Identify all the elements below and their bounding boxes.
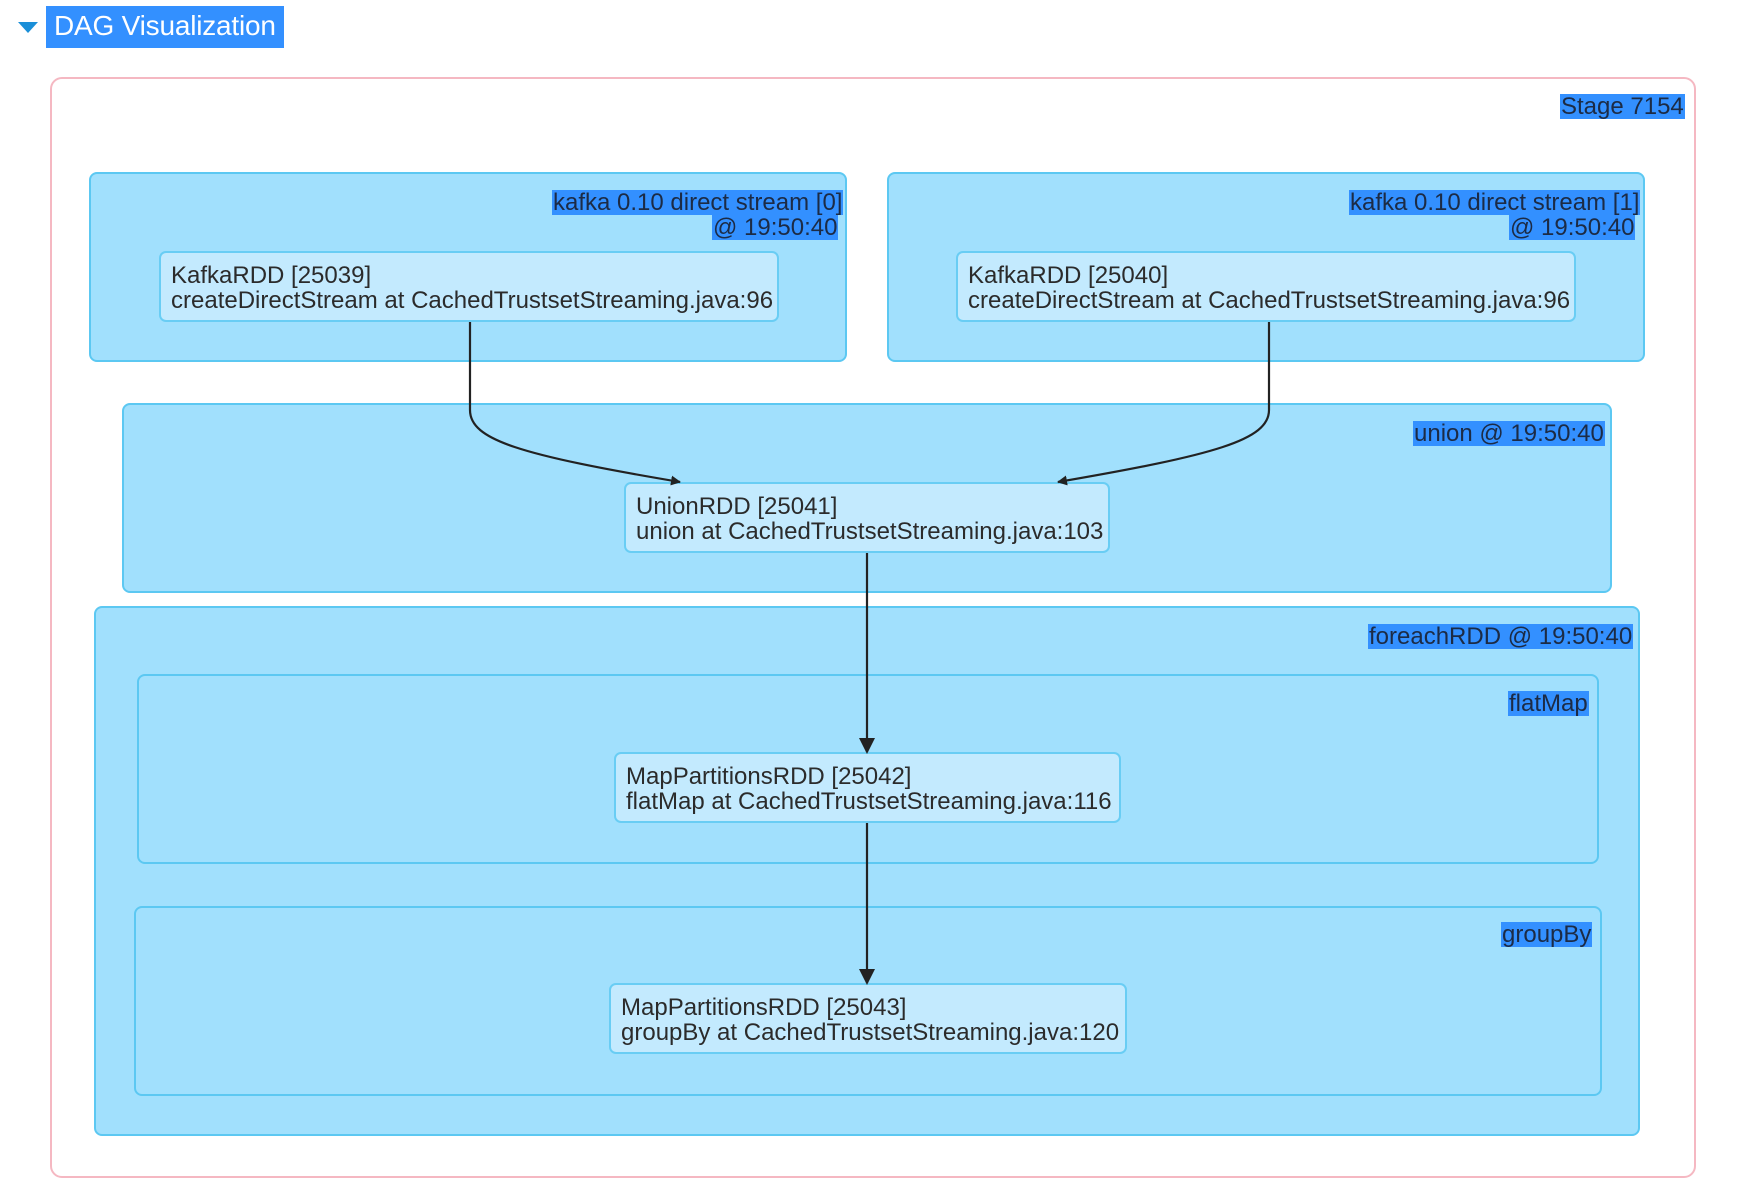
stage-label: Stage 7154 xyxy=(1560,93,1685,120)
rdd-node-callsite: createDirectStream at CachedTrustsetStre… xyxy=(171,287,774,314)
rdd-node-name: KafkaRDD [25039] xyxy=(171,262,372,289)
rdd-node-callsite: createDirectStream at CachedTrustsetStre… xyxy=(968,287,1571,314)
rdd-node-mappartitions-25042[interactable]: MapPartitionsRDD [25042] flatMap at Cach… xyxy=(614,752,1121,823)
dag-visualization-title[interactable]: DAG Visualization xyxy=(46,6,284,48)
rdd-node-kafka-25039[interactable]: KafkaRDD [25039] createDirectStream at C… xyxy=(159,251,779,322)
rdd-node-name: KafkaRDD [25040] xyxy=(968,262,1169,289)
rdd-node-mappartitions-25043[interactable]: MapPartitionsRDD [25043] groupBy at Cach… xyxy=(609,983,1127,1054)
cluster-union-label: union @ 19:50:40 xyxy=(1413,420,1605,447)
rdd-node-kafka-25040[interactable]: KafkaRDD [25040] createDirectStream at C… xyxy=(956,251,1576,322)
cluster-foreach-rdd-label: foreachRDD @ 19:50:40 xyxy=(1368,623,1634,650)
dag-visualization-toggle[interactable]: DAG Visualization xyxy=(18,6,284,48)
cluster-flatmap-label: flatMap xyxy=(1508,690,1589,717)
rdd-node-name: MapPartitionsRDD [25043] xyxy=(621,994,907,1021)
rdd-node-callsite: union at CachedTrustsetStreaming.java:10… xyxy=(636,518,1104,545)
cluster-kafka-stream-0-label-2: @ 19:50:40 xyxy=(712,214,839,241)
rdd-node-name: UnionRDD [25041] xyxy=(636,493,838,520)
cluster-kafka-stream-0-label-1: kafka 0.10 direct stream [0] xyxy=(552,189,844,216)
triangle-down-icon[interactable] xyxy=(18,21,38,33)
cluster-kafka-stream-1-label-2: @ 19:50:40 xyxy=(1509,214,1636,241)
rdd-node-callsite: flatMap at CachedTrustsetStreaming.java:… xyxy=(626,788,1112,815)
cluster-kafka-stream-1-label-1: kafka 0.10 direct stream [1] xyxy=(1349,189,1641,216)
rdd-node-name: MapPartitionsRDD [25042] xyxy=(626,763,912,790)
cluster-groupby-label: groupBy xyxy=(1501,921,1593,948)
rdd-node-union-25041[interactable]: UnionRDD [25041] union at CachedTrustset… xyxy=(624,482,1110,553)
rdd-node-callsite: groupBy at CachedTrustsetStreaming.java:… xyxy=(621,1019,1120,1046)
